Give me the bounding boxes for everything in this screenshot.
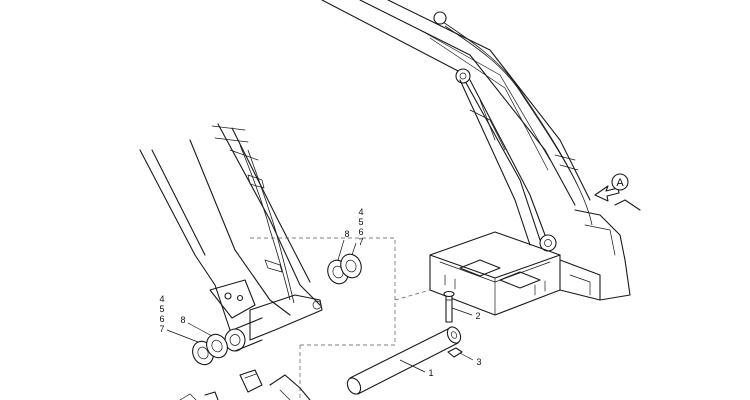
callout-left-6: 6 <box>159 314 164 324</box>
pivot-pin <box>346 326 462 395</box>
callouts: 1 2 3 4 5 6 7 8 4 5 6 7 8 <box>159 207 481 378</box>
reference-lines <box>250 237 431 400</box>
callout-right-6: 6 <box>358 227 363 237</box>
callout-bolt: 2 <box>475 311 480 321</box>
callout-right-7: 7 <box>358 237 363 247</box>
callout-left-5: 5 <box>159 304 164 314</box>
callout-left-4: 4 <box>159 294 164 304</box>
callout-right-4: 4 <box>358 207 363 217</box>
right-shim-stack <box>327 253 362 285</box>
main-boom <box>321 0 641 301</box>
callout-right-5: 5 <box>358 217 363 227</box>
arm-assembly <box>139 123 323 352</box>
view-marker-a: A <box>594 173 629 202</box>
view-marker-label: A <box>616 177 624 189</box>
retaining-nut <box>447 347 463 358</box>
callout-left-8: 8 <box>180 315 185 325</box>
retaining-bolt <box>443 290 455 323</box>
callout-right-8: 8 <box>344 229 349 239</box>
callout-pin: 1 <box>428 368 433 378</box>
lower-linkage <box>179 369 311 400</box>
base-frame <box>429 231 601 316</box>
callout-nut: 3 <box>476 357 481 367</box>
callout-left-7: 7 <box>159 324 164 334</box>
left-shim-stack <box>192 333 228 366</box>
